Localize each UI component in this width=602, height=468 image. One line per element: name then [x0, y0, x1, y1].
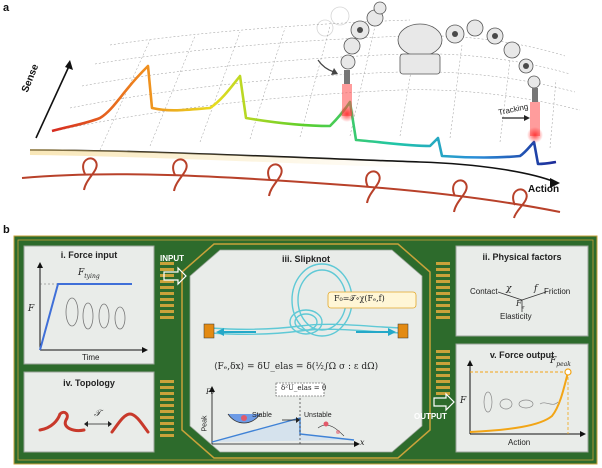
topology-title: iv. Topology [63, 378, 115, 388]
input-arrow [163, 266, 187, 286]
pins-left-top [160, 262, 174, 319]
output-label: OUTPUT [414, 412, 447, 421]
force-output-y-label: F [460, 396, 467, 406]
force-input-chart [37, 262, 148, 353]
inset-peak-label: Peak [201, 415, 209, 432]
force-tying-subscript: tying [84, 272, 100, 280]
robot-arm-illustration [316, 1, 541, 102]
knotted-rope [21, 157, 561, 219]
force-tying-label: Ftying [78, 268, 100, 280]
force-signal-trace [51, 64, 557, 166]
fe-symbol-subscript: e [521, 304, 525, 311]
topology-diagram [38, 410, 150, 434]
second-variation: δ²U_elas = 0 [281, 384, 327, 392]
force-output-chart [467, 360, 586, 437]
panel-letter-a: a [3, 2, 10, 14]
inset-x-label: x [360, 438, 365, 447]
physical-factors-box [455, 245, 589, 337]
sensor-beam-right [530, 102, 540, 136]
contact-label: Contact [470, 287, 498, 296]
slipknot-title: iii. Slipknot [281, 254, 330, 264]
inset-y-label: F₀ [206, 388, 214, 396]
fe-symbol: Fe [516, 299, 525, 311]
physical-factors-diagram [497, 291, 547, 312]
panel-letter-b: b [3, 224, 10, 236]
stability-inset [209, 382, 360, 447]
input-label: INPUT [160, 254, 184, 263]
force-input-y-label: F [28, 304, 35, 314]
pins-left-bottom [160, 380, 174, 437]
f-peak-symbol: F [550, 356, 557, 366]
pins-right-top [436, 262, 450, 319]
force-input-x-label: Time [82, 353, 100, 362]
fe-symbol-base: F [516, 299, 522, 308]
topology-box [23, 371, 155, 453]
f-symbol: f [534, 284, 538, 294]
output-arrow [433, 392, 455, 412]
sensor-beam-left [342, 84, 352, 116]
force-output-title: v. Force output [489, 350, 555, 360]
formula-box [327, 291, 417, 309]
chi-symbol: χ [506, 284, 512, 294]
pins-right-bottom [436, 350, 450, 395]
friction-label: Friction [544, 287, 571, 296]
unstable-label: Unstable [304, 412, 332, 419]
sense-axis [35, 60, 73, 139]
action-axis-label: Action [528, 184, 560, 195]
force-input-title: i. Force input [60, 250, 118, 260]
force-output-x-label: Action [508, 438, 531, 447]
f-peak-label: Fpeak [550, 356, 571, 368]
force-tying-symbol: F [78, 268, 85, 278]
stable-label: Stable [252, 412, 272, 419]
elasticity-label: Elasticity [500, 312, 532, 321]
panel-a-illustration [21, 1, 581, 219]
slipknot-formula: F₀=𝒯∘χ(Fₑ,f) [334, 294, 385, 303]
f-peak-subscript: peak [556, 360, 571, 368]
force-input-box [23, 245, 155, 365]
slipknot-knot [209, 263, 401, 337]
physical-factors-title: ii. Physical factors [482, 252, 562, 262]
topology-operator: 𝒯 [94, 409, 101, 419]
variational-equation: ⟨Fₑ,δx⟩ = δU_elas = δ(½∫Ω σ : ε dΩ) [214, 362, 379, 372]
motion-arrow [317, 59, 335, 73]
